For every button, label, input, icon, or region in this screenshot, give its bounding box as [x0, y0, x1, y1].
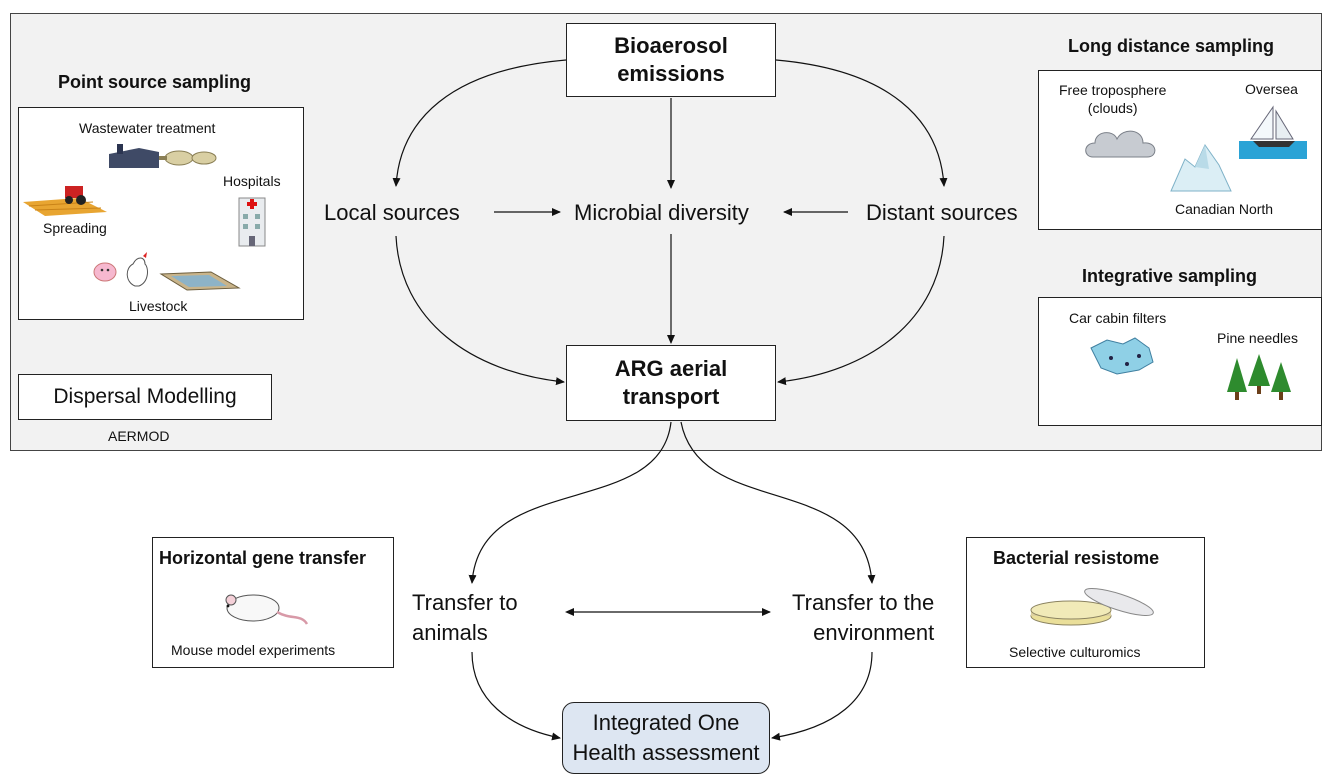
arrow-emissions-local	[392, 59, 567, 187]
hospital-icon	[238, 197, 266, 247]
pine-trees-icon	[1227, 354, 1291, 400]
integrative-title: Integrative sampling	[1082, 266, 1258, 286]
resistome-title: Bacterial resistome	[993, 548, 1160, 568]
dispersal-modelling-box: Dispersal Modelling	[18, 374, 272, 420]
hospitals-label: Hospitals	[223, 173, 281, 189]
one-health-box	[562, 702, 770, 774]
resistome-box: Bacterial resistome Selective culturomic…	[966, 537, 1205, 668]
sailboat-icon	[1239, 105, 1307, 159]
arrow-animals-onehealth	[471, 651, 561, 741]
long-distance-title: Long distance sampling	[1068, 36, 1275, 56]
canada-map-icon	[1090, 337, 1154, 375]
integrative-box: Car cabin filters Pine needles	[1038, 297, 1322, 426]
mouse-model-caption: Mouse model experiments	[171, 642, 336, 658]
arrow-transport-animals	[468, 421, 672, 584]
bioaerosol-emissions-box: Bioaerosol emissions	[566, 23, 776, 97]
mouse-icon	[225, 594, 309, 625]
dispersal-modelling-label: Dispersal Modelling	[53, 385, 237, 408]
arrow-environment-onehealth	[771, 651, 873, 741]
arrow-transport-environment	[680, 421, 876, 584]
transfer-animals-label: Transfer to animals	[412, 588, 518, 648]
free-trop-line1: Free troposphere	[1059, 82, 1167, 98]
arrow-emissions-distant	[775, 59, 948, 187]
transfer-animals-line2: animals	[412, 620, 488, 645]
point-source-title: Point source sampling	[58, 72, 252, 92]
iceberg-icon	[1170, 143, 1232, 192]
hgt-box: Horizontal gene transfer Mouse model exp…	[152, 537, 394, 668]
free-trop-line2: (clouds)	[1087, 100, 1138, 116]
culturomics-caption: Selective culturomics	[1009, 644, 1141, 660]
transfer-animals-line1: Transfer to	[412, 590, 518, 615]
arg-transport-line1: ARG aerial	[614, 356, 728, 381]
one-health-text: Integrated One Health assessment	[562, 708, 770, 768]
arrow-local-transport	[395, 235, 565, 386]
bioaerosol-emissions-line1: Bioaerosol	[614, 33, 728, 58]
tractor-field-icon	[23, 186, 107, 216]
cloud-icon	[1085, 130, 1156, 158]
microbial-diversity-label: Microbial diversity	[574, 200, 749, 225]
arg-transport-line2: transport	[622, 384, 720, 409]
pine-needles-label: Pine needles	[1217, 330, 1298, 346]
distant-sources-label: Distant sources	[866, 200, 1018, 225]
transfer-env-line2: environment	[813, 620, 935, 645]
car-cabin-label: Car cabin filters	[1069, 310, 1167, 326]
wastewater-label: Wastewater treatment	[79, 120, 216, 136]
hgt-title: Horizontal gene transfer	[159, 548, 367, 568]
wastewater-plant-icon	[109, 144, 217, 168]
transfer-env-line1: Transfer to the	[792, 590, 935, 615]
livestock-icon	[93, 252, 241, 291]
spreading-label: Spreading	[43, 220, 107, 236]
transfer-environment-label: Transfer to the environment	[792, 588, 934, 648]
oversea-label: Oversea	[1245, 81, 1298, 97]
one-health-line-b: Health assessment	[572, 740, 760, 765]
bioaerosol-emissions-line2: emissions	[617, 61, 725, 86]
canadian-north-label: Canadian North	[1175, 201, 1274, 217]
petri-dish-icon	[1030, 588, 1154, 626]
local-sources-label: Local sources	[324, 200, 460, 225]
one-health-line-a: Integrated One	[592, 710, 740, 735]
point-source-box: Wastewater treatment Hospitals Spreading…	[18, 107, 304, 320]
long-distance-box: Free troposphere (clouds) Oversea Canadi…	[1038, 70, 1322, 230]
free-troposphere-label: Free troposphere (clouds)	[1059, 81, 1166, 117]
arg-aerial-transport-box: ARG aerial transport	[566, 345, 776, 421]
aermod-label: AERMOD	[108, 428, 170, 444]
livestock-label: Livestock	[129, 298, 188, 314]
arrow-distant-transport	[777, 235, 945, 386]
